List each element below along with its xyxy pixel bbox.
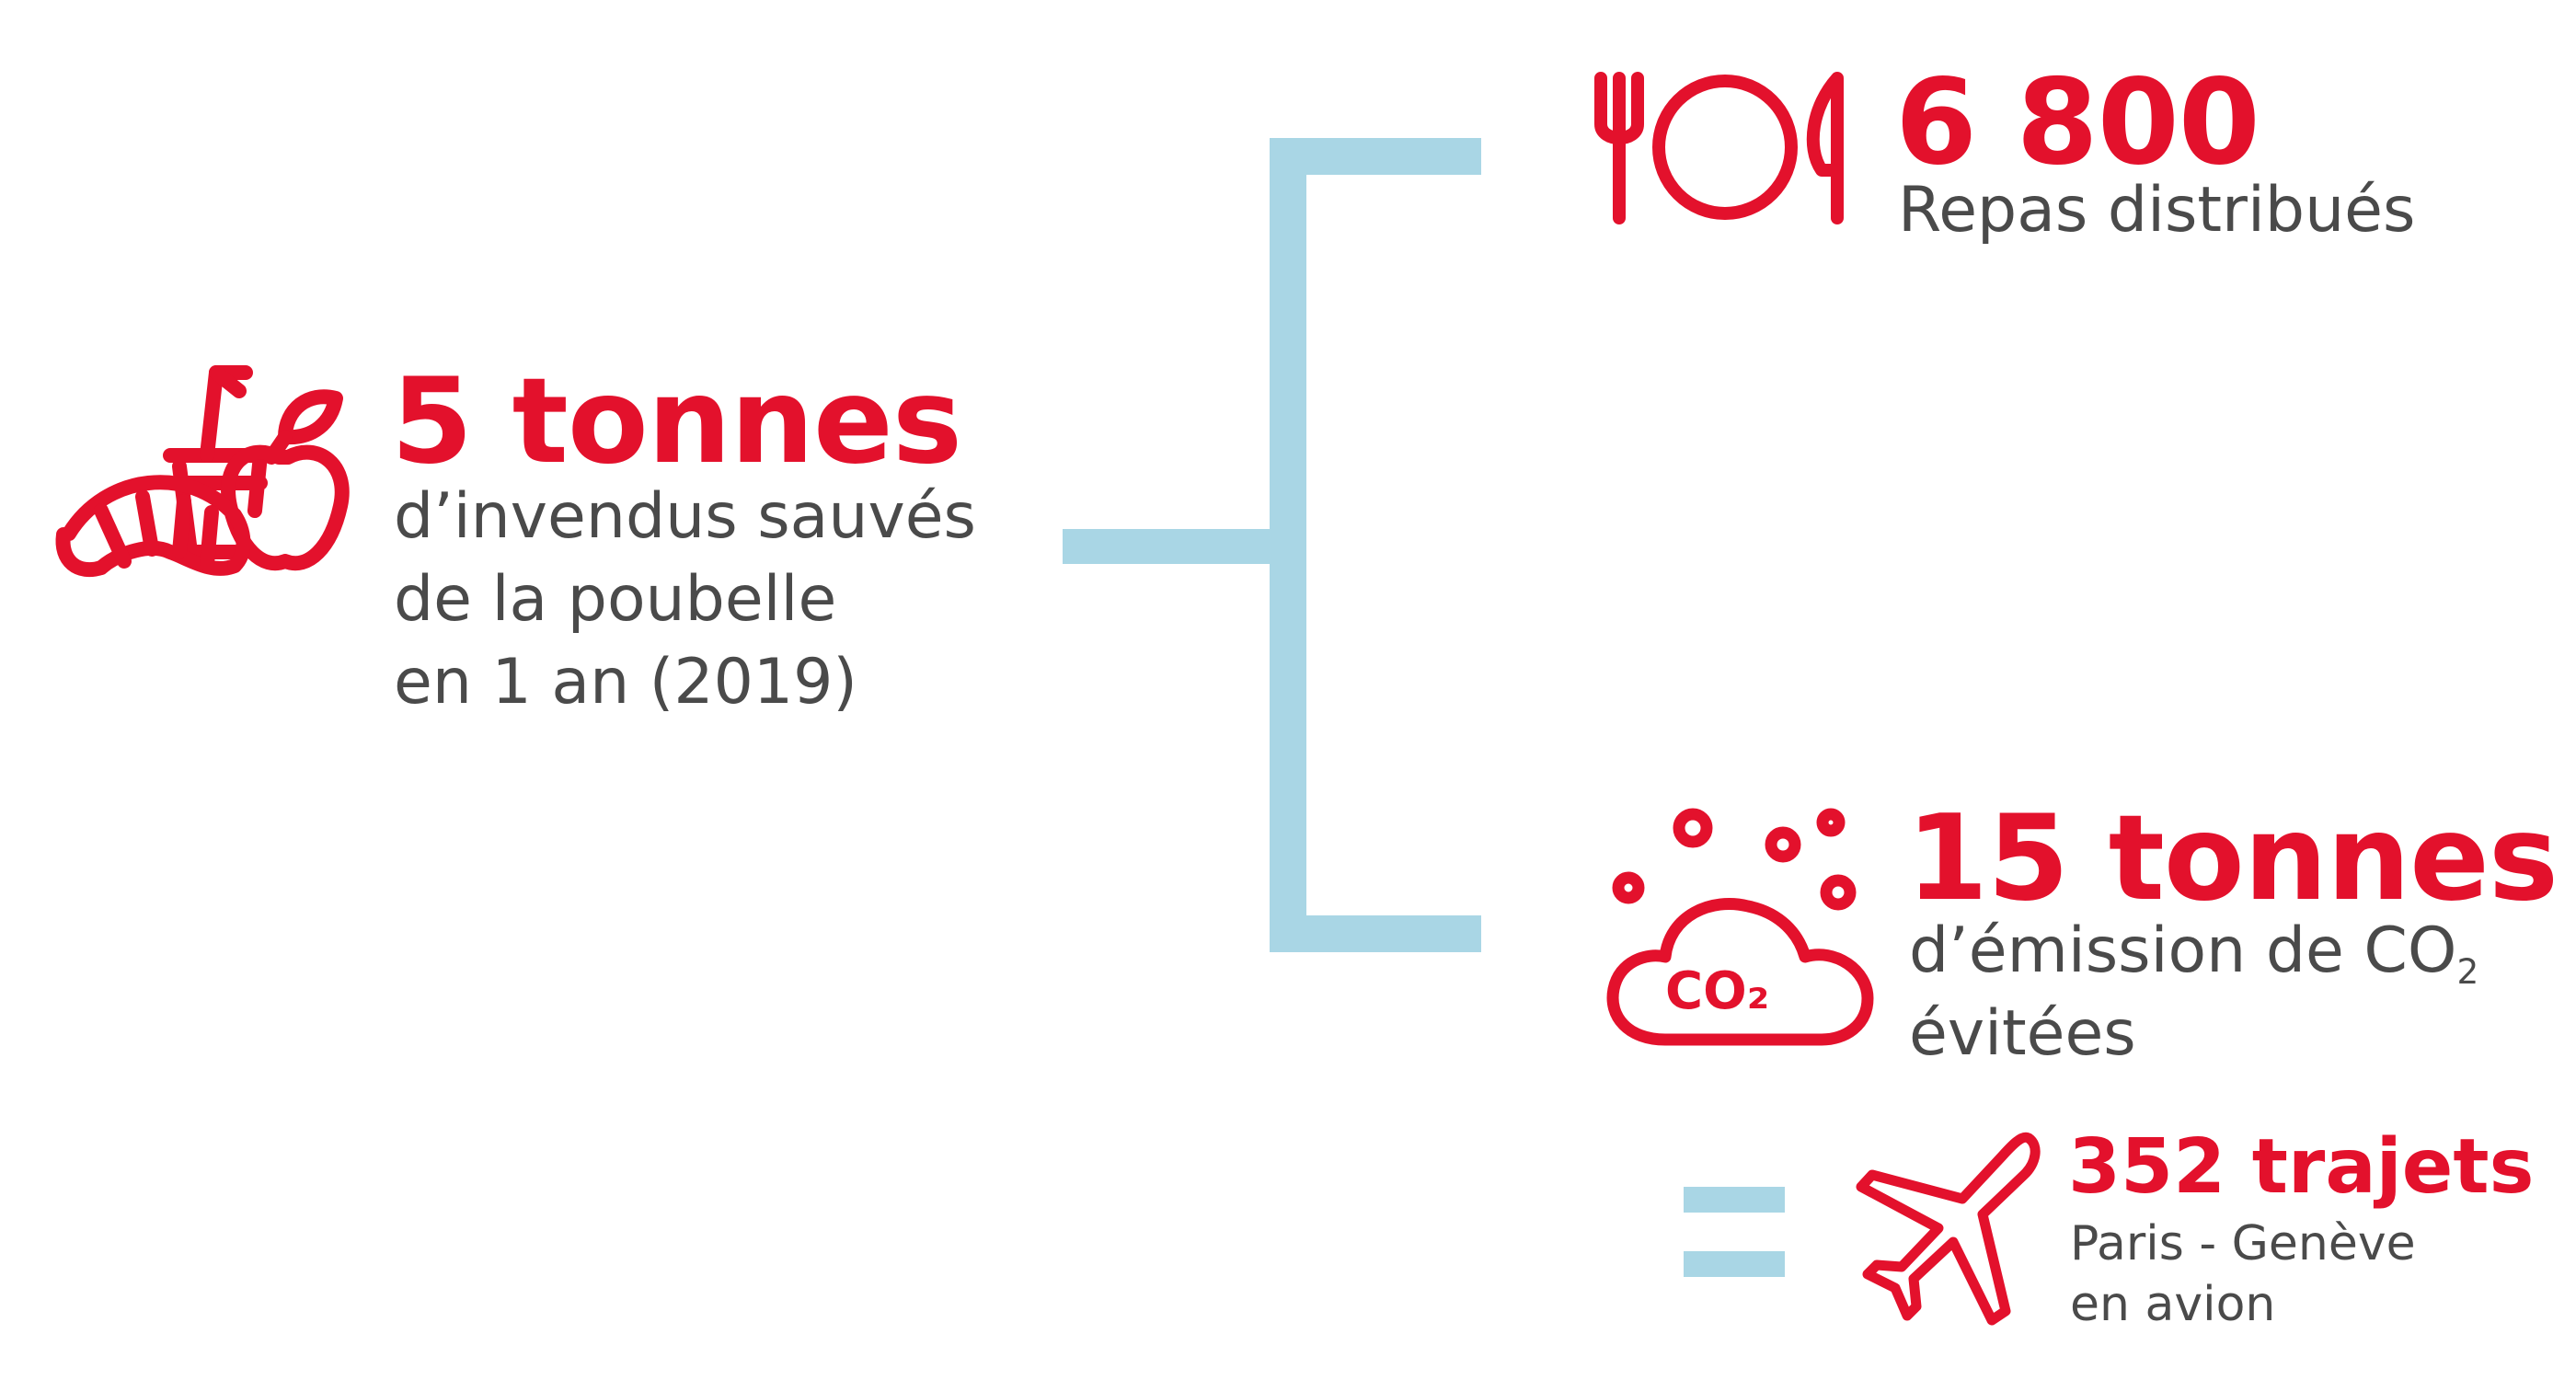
equivalence-line-1: Paris - Genève xyxy=(2070,1216,2416,1271)
connector-top-arm xyxy=(1270,138,1481,175)
connector-stem xyxy=(1063,529,1283,564)
bottom-right-line-1: d’émission de CO2 xyxy=(1909,920,2478,989)
left-headline: 5 tonnes xyxy=(391,353,962,490)
equals-icon xyxy=(1684,1187,1785,1279)
equivalence-headline: 352 trajets xyxy=(2068,1123,2535,1211)
connector-bottom-arm xyxy=(1270,915,1481,952)
connector-vertical xyxy=(1270,138,1306,952)
left-line-3: en 1 an (2019) xyxy=(394,646,857,719)
co2-cloud-icon: CO₂ xyxy=(1601,808,1877,1053)
airplane-icon xyxy=(1845,1127,2047,1326)
top-right-subtitle: Repas distribués xyxy=(1898,174,2416,247)
equivalence-line-2: en avion xyxy=(2070,1277,2276,1332)
food-basket-icon xyxy=(51,354,354,589)
bottom-right-headline: 15 tonnes xyxy=(1906,790,2559,927)
co2-icon-label: CO₂ xyxy=(1665,961,1770,1021)
top-right-headline: 6 800 xyxy=(1895,54,2260,191)
bottom-right-line-2: évitées xyxy=(1909,997,2136,1070)
co2-subscript: 2 xyxy=(2456,951,2479,993)
fork-plate-knife-icon xyxy=(1587,69,1854,225)
left-line-1: d’invendus sauvés xyxy=(394,480,976,553)
co2-text: d’émission de CO xyxy=(1909,914,2457,987)
left-line-2: de la poubelle xyxy=(394,563,837,636)
